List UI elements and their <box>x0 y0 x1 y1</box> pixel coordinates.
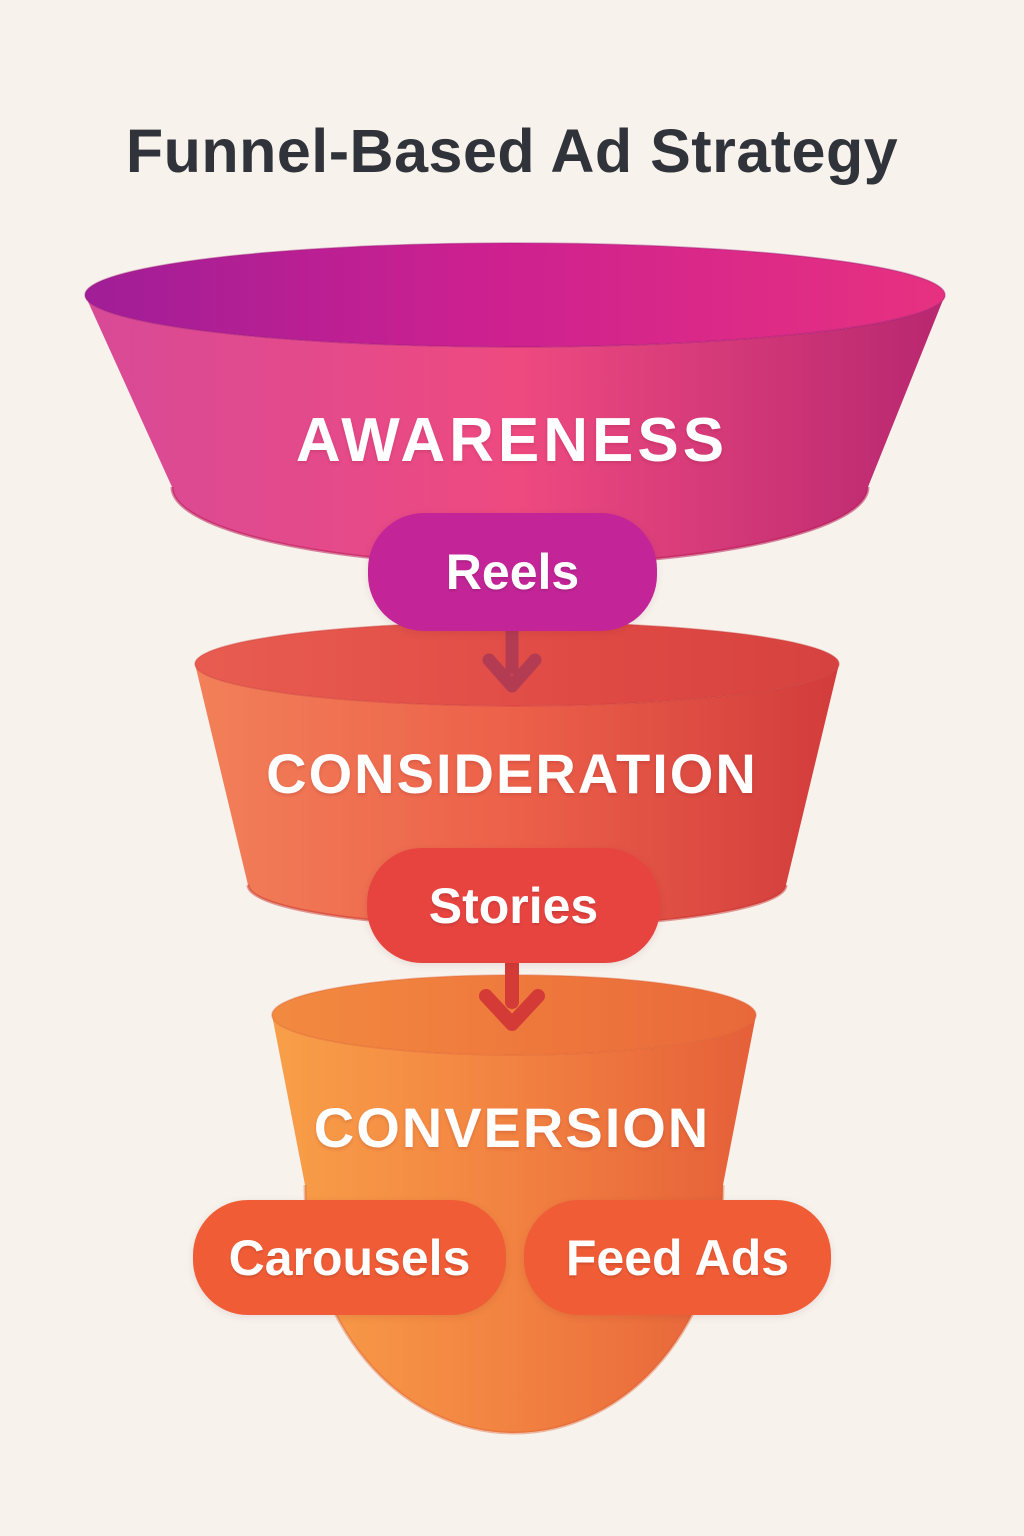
down-arrow-icon <box>482 621 542 693</box>
tactic-pill-label: Carousels <box>228 1229 471 1286</box>
consideration-body <box>195 664 839 927</box>
awareness-body <box>85 295 945 565</box>
tactic-pill-reels: Reels <box>368 513 657 631</box>
funnel-stage-conversion-shape <box>271 974 757 1435</box>
stage-label-awareness: AWARENESS <box>295 406 729 475</box>
tactic-pill-label: Feed Ads <box>565 1229 790 1286</box>
down-arrow-icon <box>479 951 545 1031</box>
tactic-pill-feed-ads: Feed Ads <box>524 1200 831 1315</box>
tactic-pill-label: Reels <box>445 544 580 600</box>
stage-label-consideration: CONSIDERATION <box>266 742 758 805</box>
tactic-pill-stories: Stories <box>367 848 660 963</box>
awareness-top-surface <box>84 242 946 348</box>
stage-label-conversion: CONVERSION <box>313 1096 711 1159</box>
tactic-pill-label: Stories <box>428 877 599 934</box>
funnel-stage-consideration-shape <box>194 621 840 929</box>
page-title: Funnel-Based Ad Strategy <box>125 117 899 185</box>
conversion-body <box>272 1015 756 1433</box>
tactic-pill-carousels: Carousels <box>193 1200 506 1315</box>
